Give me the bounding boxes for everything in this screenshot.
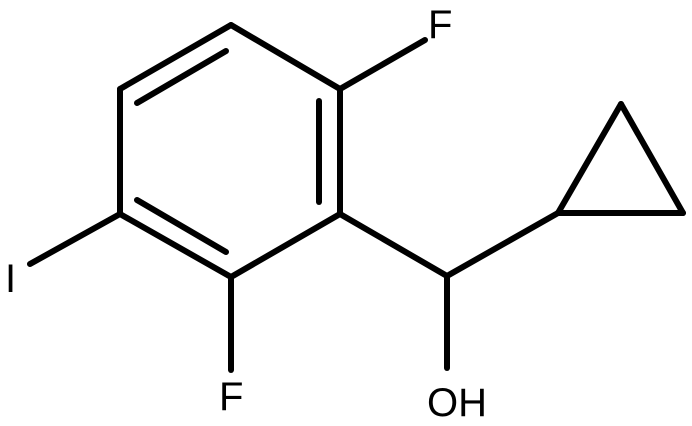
bond-c-iodine (27, 211, 123, 267)
bond-cyclopropyl-2 (618, 101, 686, 216)
cyclopropyl-ring (555, 101, 686, 216)
atom-label-iodine: I (5, 257, 16, 301)
bond-cyclopropyl-1 (555, 101, 624, 216)
bond-ring-lower-left (117, 211, 234, 280)
benzene-ring (117, 22, 343, 280)
bond-ring-top-inner (134, 48, 229, 106)
atom-label-f-top: F (428, 3, 452, 47)
bond-ring-top (117, 22, 234, 92)
atom-label-hydroxyl: OH (427, 381, 487, 425)
bond-c-f-top (337, 37, 428, 92)
bond-ring-carbinol (337, 211, 450, 279)
atom-label-f-bottom: F (219, 375, 243, 419)
bond-ring-lower-left-inner (134, 197, 229, 255)
bond-carbinol-cyclopropyl (444, 210, 561, 279)
bond-ring-upper-right (228, 22, 343, 92)
bond-ring-lower-right (228, 211, 343, 280)
